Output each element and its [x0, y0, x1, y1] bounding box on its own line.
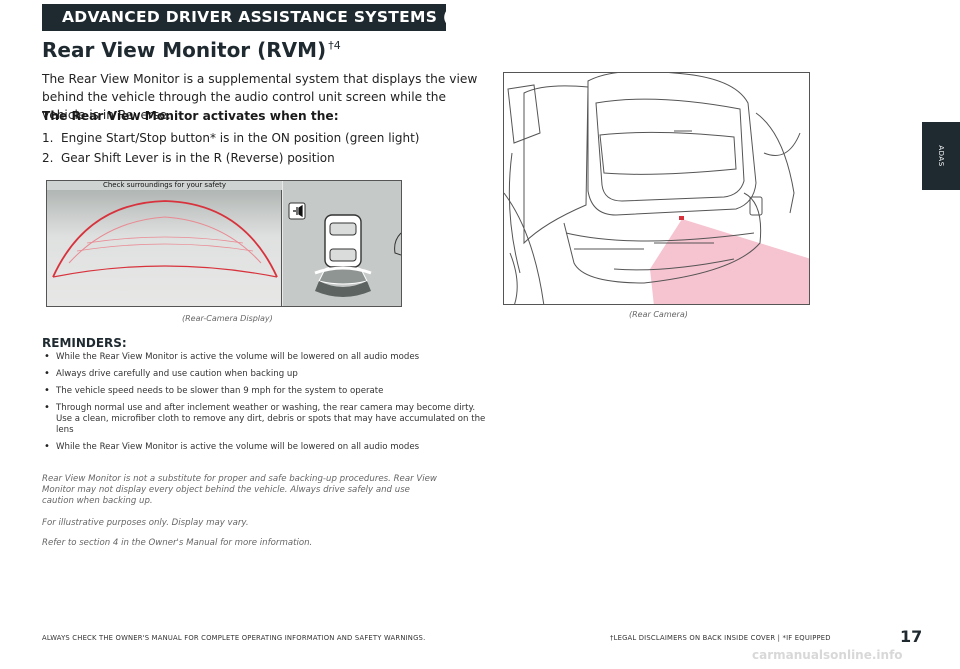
camera-view-zone [650, 219, 809, 304]
watermark: carmanualsonline.info [752, 648, 903, 662]
list-item: • Through normal use and after inclement … [44, 402, 489, 436]
page-number: 17 [900, 627, 923, 646]
page-title-text: Rear View Monitor (RVM) [42, 38, 327, 62]
reminders-list: • While the Rear View Monitor is active t… [44, 351, 489, 459]
step-number: 2. [42, 151, 54, 165]
rear-vehicle-drawing [504, 73, 809, 304]
step-number: 1. [42, 131, 54, 145]
reminder-text: Through normal use and after inclement w… [56, 403, 486, 435]
activation-steps: 1. Engine Start/Stop button* is in the ON… [42, 128, 492, 168]
section-header: ADVANCED DRIVER ASSISTANCE SYSTEMS (ADAS… [42, 4, 507, 31]
activation-heading: The Rear View Monitor activates when the… [42, 109, 339, 123]
footer-warning: ALWAYS CHECK THE OWNER'S MANUAL FOR COMP… [42, 634, 426, 642]
step-text: Gear Shift Lever is in the R (Reverse) p… [61, 151, 335, 165]
list-item: • The vehicle speed needs to be slower th… [44, 385, 489, 397]
rear-camera-illustration [503, 72, 810, 305]
safety-disclaimer: Rear View Monitor is not a substitute fo… [42, 474, 437, 506]
activation-step: 2. Gear Shift Lever is in the R (Reverse)… [42, 148, 492, 168]
camera-banner: Check surroundings for your safety [47, 181, 282, 190]
section-header-label: ADVANCED DRIVER ASSISTANCE SYSTEMS (ADAS… [62, 8, 507, 26]
list-item: • Always drive carefully and use caution … [44, 368, 489, 380]
parking-guide-lines [52, 200, 278, 278]
intro-paragraph: The Rear View Monitor is a supplemental … [42, 72, 478, 122]
footer-legal: †LEGAL DISCLAIMERS ON BACK INSIDE COVER … [610, 634, 831, 642]
side-tab: ADAS [922, 122, 960, 190]
rear-camera-caption: (Rear Camera) [629, 310, 688, 319]
vehicle-topview-icon [314, 214, 372, 297]
list-item: • While the Rear View Monitor is active t… [44, 351, 489, 363]
rear-camera-lens [679, 216, 684, 220]
title-superscript: †4 [328, 39, 341, 53]
reminder-text: While the Rear View Monitor is active th… [56, 442, 420, 452]
reminder-text: The vehicle speed needs to be slower tha… [56, 386, 384, 396]
camera-display-caption: (Rear-Camera Display) [182, 314, 273, 323]
bullet-icon: • [44, 368, 50, 379]
refer-note: Refer to section 4 in the Owner's Manual… [42, 538, 313, 548]
page-title: Rear View Monitor (RVM)†4 [42, 38, 341, 62]
vehicle-topview-pane [283, 181, 401, 306]
bullet-icon: • [44, 351, 50, 362]
step-text: Engine Start/Stop button* is in the ON p… [61, 131, 420, 145]
side-tab-label: ADAS [937, 145, 945, 167]
reminder-text: While the Rear View Monitor is active th… [56, 352, 420, 362]
list-item: • While the Rear View Monitor is active t… [44, 441, 489, 453]
bullet-icon: • [44, 441, 50, 452]
rear-camera-display: Check surroundings for your safety [46, 180, 402, 307]
camera-view-pane: Check surroundings for your safety [47, 181, 282, 306]
bullet-icon: • [44, 402, 50, 413]
bullet-icon: • [44, 385, 50, 396]
reminder-text: Always drive carefully and use caution w… [56, 369, 298, 379]
camera-view-icon [288, 202, 306, 220]
reminders-heading: REMINDERS: [42, 336, 127, 350]
illustrative-note: For illustrative purposes only. Display … [42, 518, 249, 528]
activation-step: 1. Engine Start/Stop button* is in the ON… [42, 128, 492, 148]
